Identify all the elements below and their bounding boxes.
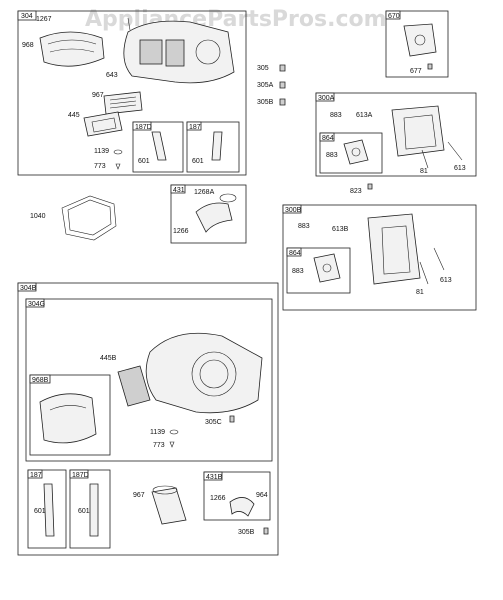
group-187d <box>132 121 184 173</box>
part-300a-muffler <box>391 105 445 157</box>
label-445: 445 <box>68 112 80 119</box>
label-968b: 968B <box>32 377 49 384</box>
label-187d-b: 187D <box>72 472 89 479</box>
label-677: 677 <box>410 68 422 75</box>
part-670-shield <box>403 23 437 57</box>
part-601-link-b <box>211 131 223 161</box>
label-601-c: 601 <box>34 508 46 515</box>
label-304b: 304B <box>20 285 37 292</box>
label-305b-b: 305B <box>238 529 255 536</box>
label-643: 643 <box>106 72 118 79</box>
group-968b <box>29 374 111 456</box>
group-864-b <box>286 247 351 294</box>
group-305-screws: 305 305A 305B <box>257 64 286 106</box>
label-305c: 305C <box>205 419 222 426</box>
part-filter-tube <box>117 365 151 407</box>
part-601-link-d <box>89 483 99 537</box>
label-613-b: 613 <box>440 277 452 284</box>
label-613: 613 <box>454 165 466 172</box>
group-1040: 1040 <box>30 195 117 241</box>
group-304g <box>25 298 273 462</box>
label-187d: 187D <box>135 124 152 131</box>
label-773: 773 <box>94 163 106 170</box>
label-305a: 305A <box>257 82 274 89</box>
part-431b-elbow <box>229 497 255 517</box>
label-187: 187 <box>189 124 201 131</box>
label-445b: 445B <box>100 355 117 362</box>
label-300b: 300B <box>285 207 302 214</box>
label-864-b: 864 <box>289 250 301 257</box>
part-1040-gasket <box>61 195 117 241</box>
label-613a: 613A <box>356 112 373 119</box>
label-670: 670 <box>388 13 400 20</box>
label-613b: 613B <box>332 226 349 233</box>
label-305: 305 <box>257 65 269 72</box>
label-601: 601 <box>138 158 150 165</box>
group-187 <box>186 121 240 173</box>
label-883: 883 <box>330 112 342 119</box>
housing-vent-left <box>139 39 163 65</box>
label-300a: 300A <box>318 95 335 102</box>
group-304b: 304B 304G 445B 968B 305C 1139 773 187 60… <box>17 282 279 556</box>
part-864-gasket <box>343 139 369 165</box>
label-968: 968 <box>22 42 34 49</box>
label-964: 964 <box>256 492 268 499</box>
label-1268a: 1268A <box>194 189 215 196</box>
label-1266-b: 1266 <box>210 495 226 502</box>
label-883-c: 883 <box>298 223 310 230</box>
label-864: 864 <box>322 135 334 142</box>
label-883-b: 883 <box>326 152 338 159</box>
part-445-filter <box>83 111 123 137</box>
part-445b-housing <box>145 332 263 414</box>
label-1267: 1267 <box>36 16 52 23</box>
label-431: 431 <box>173 187 185 194</box>
label-773-b: 773 <box>153 442 165 449</box>
group-431b <box>203 471 271 521</box>
label-1139-b: 1139 <box>150 429 165 436</box>
housing-vent-mid <box>165 39 185 67</box>
group-300a: 300A 883 613A 81 613 864 883 <box>315 92 477 177</box>
group-300b: 300B 883 613B 81 613 864 883 <box>282 204 477 311</box>
part-864b-gasket <box>313 253 341 283</box>
part-967-screen <box>103 91 143 115</box>
part-601-link-c <box>43 483 55 537</box>
label-304g: 304G <box>28 301 45 308</box>
group-431: 431 1268A 1266 <box>170 184 247 244</box>
label-1040: 1040 <box>30 213 46 220</box>
label-304: 304 <box>21 13 33 20</box>
label-1139: 1139 <box>94 148 109 155</box>
part-967-filter <box>151 487 187 525</box>
label-823: 823 <box>350 188 362 195</box>
label-305b: 305B <box>257 99 274 106</box>
part-601-link <box>151 131 167 161</box>
group-187d-b <box>69 469 111 549</box>
group-670: 670 677 <box>385 10 449 78</box>
group-864 <box>319 132 383 174</box>
label-967-b: 967 <box>133 492 145 499</box>
group-187-b <box>27 469 67 549</box>
label-601-b: 601 <box>192 158 204 165</box>
label-1266: 1266 <box>173 228 189 235</box>
label-601-d: 601 <box>78 508 90 515</box>
label-81: 81 <box>420 168 428 175</box>
part-968b-cover <box>39 393 97 444</box>
label-81-b: 81 <box>416 289 424 296</box>
label-431b: 431B <box>206 474 223 481</box>
part-300b-muffler <box>367 213 421 285</box>
group-304: 304 1267 968 643 967 445 1139 773 187D 6… <box>17 10 247 176</box>
label-883-d: 883 <box>292 268 304 275</box>
label-967: 967 <box>92 92 104 99</box>
label-187-b: 187 <box>30 472 42 479</box>
part-431-elbow <box>195 202 233 233</box>
